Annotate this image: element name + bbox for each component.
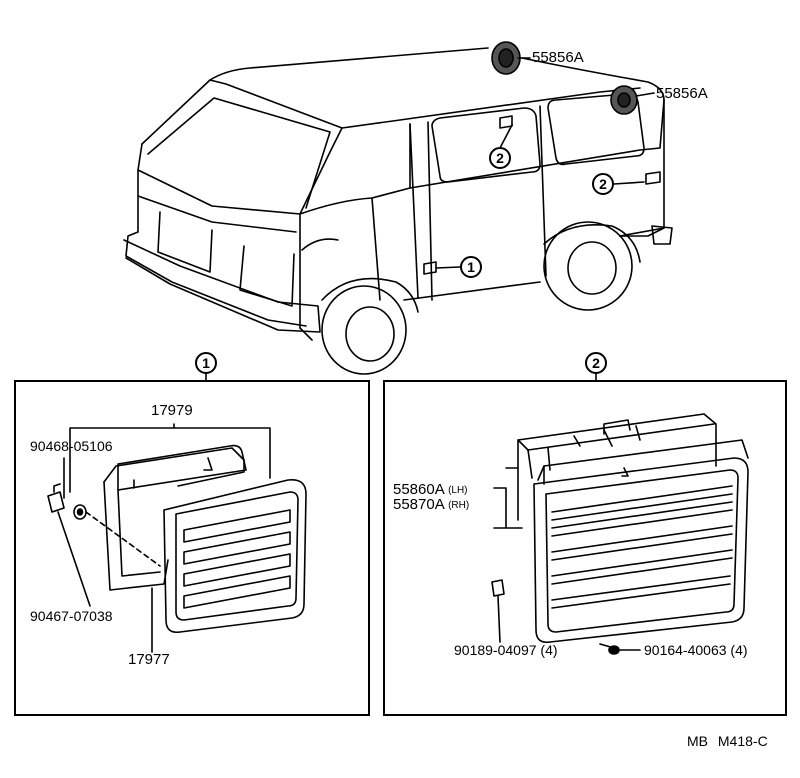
- callout-2-rear-window: 2: [489, 147, 511, 169]
- detail-1-drawing: [47, 423, 307, 653]
- diagram-code: MB M418-C: [687, 733, 768, 749]
- clip-part-label: 90468-05106: [30, 438, 113, 454]
- diagram-code-value: M418-C: [717, 733, 768, 749]
- screw-qty-2: (4): [730, 642, 748, 658]
- detail-2-panel: [383, 380, 787, 716]
- assembly-part-label: 17979: [151, 402, 193, 419]
- ventilator-rh-part: 55870A: [393, 496, 444, 513]
- ventilator-lh-label: 55860A (LH): [393, 482, 468, 499]
- screw-part-label: 90467-07038: [30, 608, 113, 624]
- detail-2-title: 2: [585, 352, 607, 374]
- detail-1-title: 1: [195, 352, 217, 374]
- detail-1-panel: [14, 380, 370, 716]
- ventilator-rh-label: 55870A (RH): [393, 497, 469, 514]
- diagram-code-prefix: MB: [687, 733, 708, 749]
- van-illustration: [123, 41, 673, 375]
- screw-part-label-2: 90164-40063 (4): [644, 642, 748, 658]
- ventilator-lh-side: (LH): [448, 485, 468, 496]
- nut-part: 90189-04097: [454, 642, 537, 658]
- gasket-part-label: 17977: [128, 651, 170, 668]
- callout-1-front-door: 1: [460, 256, 482, 278]
- nut-qty: (4): [540, 642, 558, 658]
- screw-part-2: 90164-40063: [644, 642, 727, 658]
- callout-2-rear-quarter: 2: [592, 173, 614, 195]
- detail-2-drawing: [491, 413, 749, 655]
- ventilator-rh-side: (RH): [448, 500, 470, 511]
- nut-part-label: 90189-04097 (4): [454, 642, 558, 658]
- ventilator-lh-part: 55860A: [393, 481, 444, 498]
- roof-vent-front-label: 55856A: [532, 49, 584, 66]
- roof-vent-rear-label: 55856A: [656, 85, 708, 102]
